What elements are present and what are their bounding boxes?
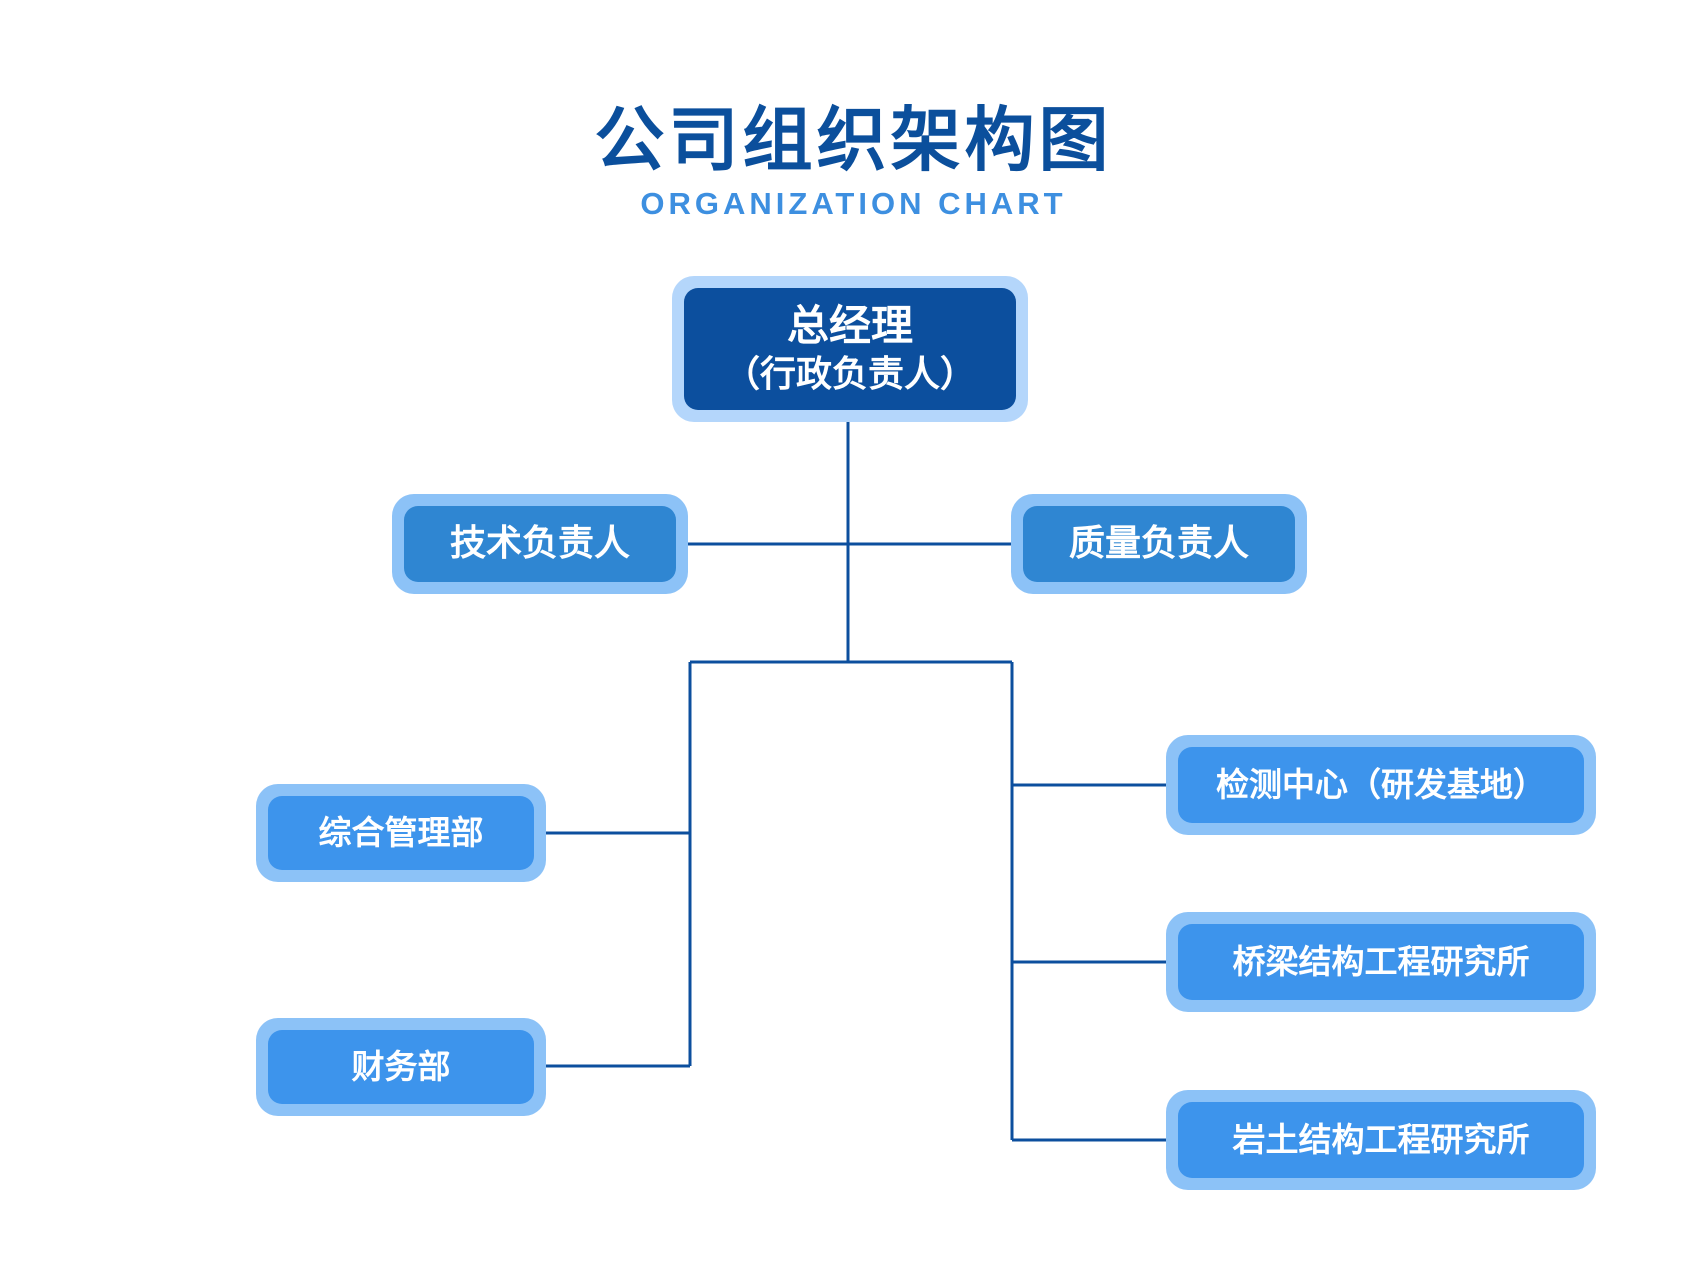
geotechnical-institute-box-inner: 岩土结构工程研究所 — [1178, 1102, 1584, 1178]
bridge-institute-box: 桥梁结构工程研究所 — [1166, 912, 1596, 1012]
testing-center-box: 检测中心（研发基地） — [1166, 735, 1596, 835]
bridge-institute-box-inner: 桥梁结构工程研究所 — [1178, 924, 1584, 1000]
quality-lead-box-inner: 质量负责人 — [1023, 506, 1295, 582]
technical-lead-label: 技术负责人 — [449, 523, 630, 564]
general-manager-title: 总经理 — [786, 301, 913, 350]
quality-lead-box: 质量负责人 — [1011, 494, 1307, 594]
geotechnical-institute-box: 岩土结构工程研究所 — [1166, 1090, 1596, 1190]
page-subtitle: ORGANIZATION CHART — [640, 186, 1067, 221]
geotechnical-institute-label: 岩土结构工程研究所 — [1232, 1120, 1530, 1159]
general-management-dept-label: 综合管理部 — [318, 813, 484, 852]
general-manager-box-inner: 总经理 （行政负责人） — [684, 288, 1016, 410]
technical-lead-box-inner: 技术负责人 — [404, 506, 676, 582]
general-manager-box: 总经理 （行政负责人） — [672, 276, 1028, 422]
testing-center-box-inner: 检测中心（研发基地） — [1178, 747, 1584, 823]
quality-lead-label: 质量负责人 — [1068, 523, 1249, 564]
page-title: 公司组织架构图 — [594, 99, 1113, 181]
general-management-dept-box-inner: 综合管理部 — [268, 796, 534, 870]
general-management-dept-box: 综合管理部 — [256, 784, 546, 882]
finance-dept-box: 财务部 — [256, 1018, 546, 1116]
finance-dept-label: 财务部 — [351, 1047, 451, 1086]
technical-lead-box: 技术负责人 — [392, 494, 688, 594]
testing-center-label: 检测中心（研发基地） — [1216, 765, 1546, 804]
general-manager-role: （行政负责人） — [723, 354, 976, 395]
finance-dept-box-inner: 财务部 — [268, 1030, 534, 1104]
bridge-institute-label: 桥梁结构工程研究所 — [1232, 942, 1530, 981]
